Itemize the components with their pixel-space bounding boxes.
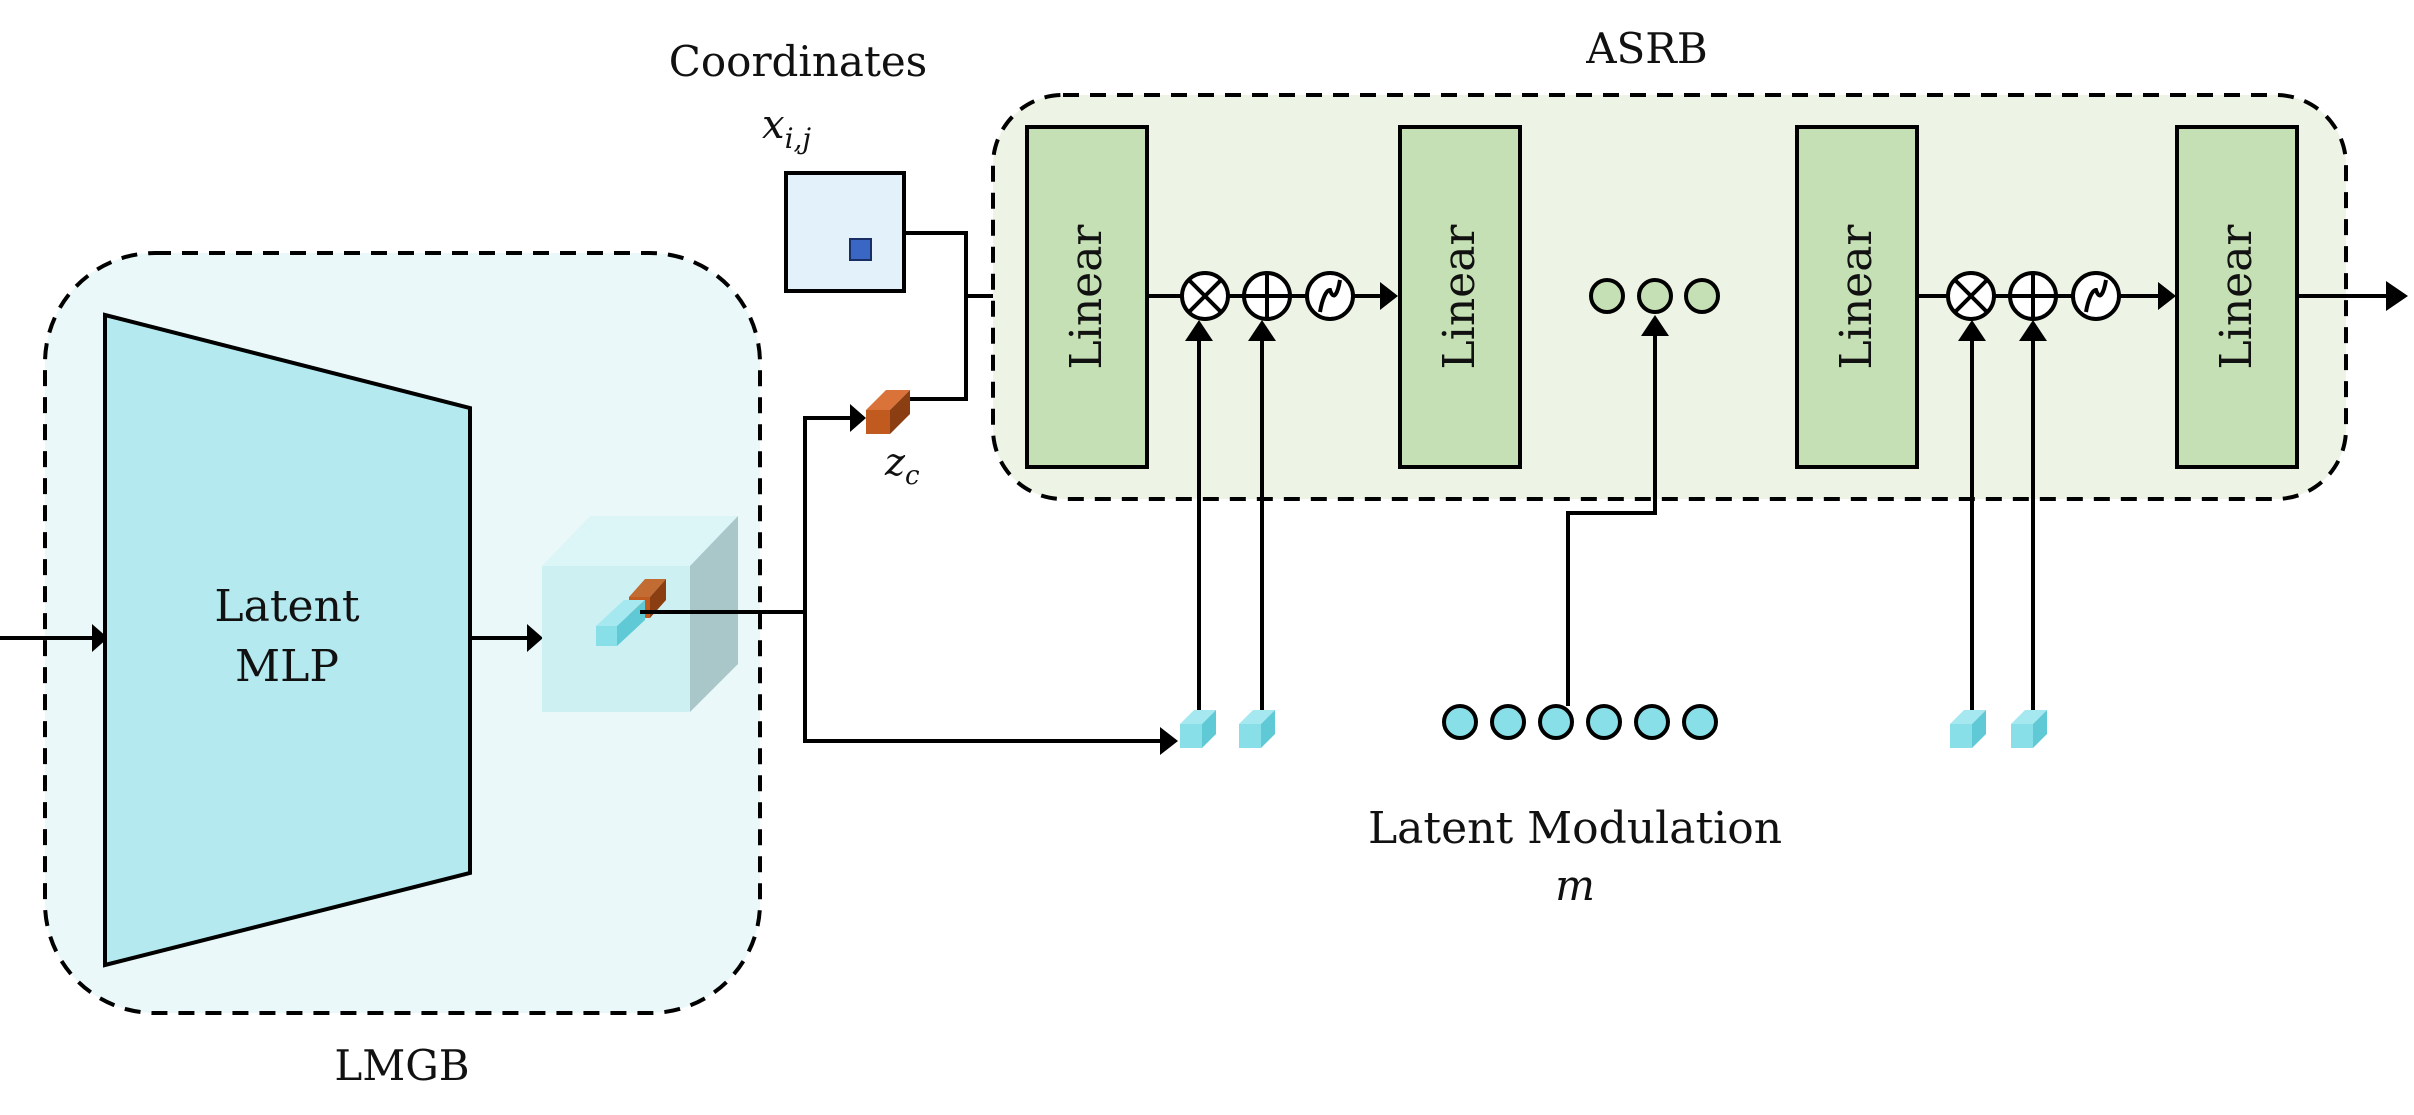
modulation-arrowhead (1641, 315, 1669, 336)
latent-wire-branch-arrowhead (850, 404, 866, 432)
latent-wire-branch (803, 416, 850, 612)
modulation-vector-icon (1180, 710, 1216, 748)
chain1-arrowhead (1380, 282, 1398, 310)
modulation-vector-icon (1239, 710, 1275, 748)
shift-arrowhead-1 (1248, 320, 1276, 341)
zc-wire (910, 296, 968, 401)
linear-block-4 (2175, 125, 2299, 469)
zc-vector-icon (866, 390, 910, 434)
add-icon (1242, 271, 1292, 321)
latent-mlp-label: Latent (214, 581, 360, 632)
latent-modulation-label: Latent Modulation (1368, 803, 1782, 854)
multiply-icon (1946, 271, 1996, 321)
output-arrowhead (2386, 281, 2408, 311)
modulation-vector-icon (1950, 710, 1986, 748)
input-arrowhead (92, 624, 108, 652)
latent-modulation-symbol: m (1555, 861, 1595, 910)
activation-icon (1305, 271, 1355, 321)
latent-wire-to-vectors (803, 612, 1160, 743)
linear-block-1 (1025, 125, 1149, 469)
linear-label-2: Linear (1434, 224, 1485, 370)
ellipsis-dot (1637, 278, 1673, 314)
zc-symbol: zc (884, 440, 920, 491)
mlp-to-cube-arrowhead (527, 624, 543, 652)
coordinates-box (784, 171, 906, 293)
modulation-dot (1682, 704, 1718, 740)
latent-vector-icon (596, 579, 666, 646)
linear-label-3: Linear (1831, 224, 1882, 370)
shift-arrowhead-2 (2019, 320, 2047, 341)
modulation-dot (1442, 704, 1478, 740)
modulation-vector-icon (2011, 710, 2047, 748)
coordinates-symbol: xi,j (762, 102, 811, 155)
modulation-wire (1566, 333, 1657, 706)
linear-label-1: Linear (1061, 224, 1112, 370)
coordinate-point-icon (849, 238, 872, 261)
ellipsis-dot (1684, 278, 1720, 314)
coordinates-wire (904, 231, 968, 296)
coordinates-label: Coordinates (669, 37, 927, 86)
scale-arrowhead-2 (1958, 320, 1986, 341)
latent-mlp-block (103, 312, 472, 968)
latent-modulation-dots (1442, 704, 1718, 740)
scale-arrowhead-1 (1185, 320, 1213, 341)
latent-mlp-label: MLP (235, 641, 339, 692)
ellipsis-dot (1589, 278, 1625, 314)
add-icon (2008, 271, 2058, 321)
multiply-icon (1180, 271, 1230, 321)
activation-icon (2071, 271, 2121, 321)
modulation-dot (1586, 704, 1622, 740)
modulation-dot (1490, 704, 1526, 740)
modulation-dot (1538, 704, 1574, 740)
chain2-arrowhead (2158, 282, 2176, 310)
linear-block-2 (1398, 125, 1522, 469)
modulation-dot (1634, 704, 1670, 740)
linear-label-4: Linear (2211, 224, 2262, 370)
asrb-label: ASRB (1585, 24, 1708, 73)
latent-wire-to-vectors-arrowhead (1160, 727, 1178, 755)
lmgb-label: LMGB (334, 1041, 469, 1090)
